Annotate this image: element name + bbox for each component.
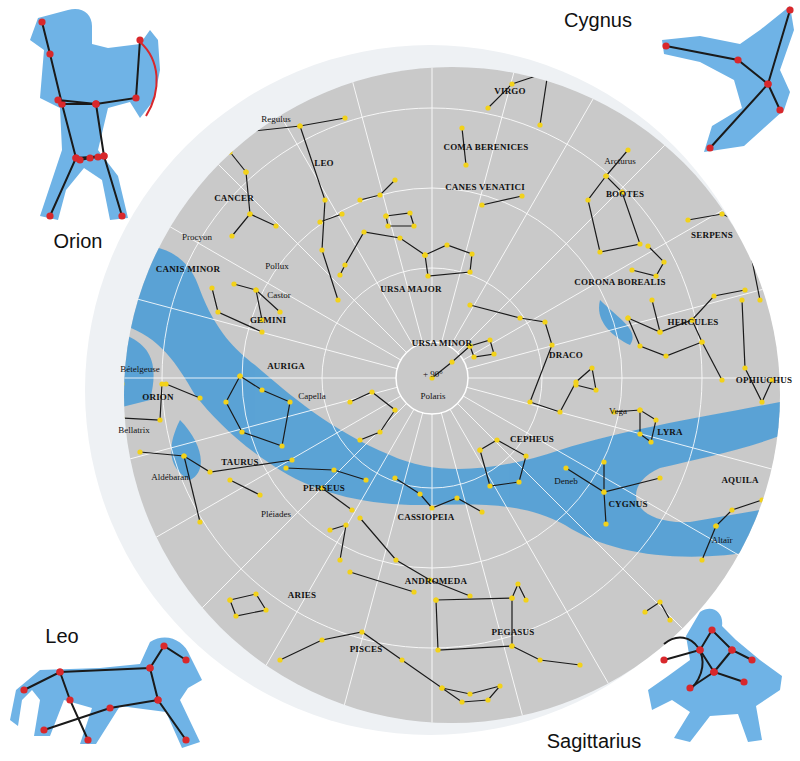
grid-line bbox=[222, 409, 414, 742]
star-name: Arcturus bbox=[604, 157, 636, 167]
grid-line bbox=[323, 413, 422, 761]
grid-line bbox=[441, 413, 540, 761]
constellation-name: ORION bbox=[142, 393, 174, 403]
constellation-name: URSA MINOR bbox=[412, 339, 472, 349]
grid-line bbox=[463, 168, 796, 360]
star-name: Pléiades bbox=[261, 510, 291, 520]
constellation-name: CYGNUS bbox=[608, 500, 647, 510]
leo-figure bbox=[10, 638, 202, 748]
star-name: Deneb bbox=[554, 477, 578, 487]
grid-line bbox=[450, 14, 642, 347]
constellation-name: PEGASUS bbox=[492, 628, 535, 638]
constellation-name: AQUILA bbox=[721, 476, 758, 486]
star-name: + 90° bbox=[423, 370, 443, 380]
constellation-name: ARIES bbox=[288, 591, 317, 601]
constellation-name: SERPENS bbox=[691, 231, 733, 241]
constellation-name: ANDROMEDA bbox=[405, 577, 467, 587]
orion-figure bbox=[30, 9, 160, 220]
grid-line bbox=[26, 387, 397, 486]
constellation-name: COMA BERENICES bbox=[443, 143, 528, 153]
star-name: Regulus bbox=[261, 115, 291, 125]
grid-line bbox=[12, 378, 396, 379]
grid-line bbox=[467, 269, 800, 368]
star-name: Aldébaran bbox=[151, 473, 188, 483]
figure-title: Sagittarius bbox=[547, 730, 642, 752]
star-name: Pollux bbox=[265, 262, 289, 272]
grid-line bbox=[441, 0, 540, 343]
constellation-name: CORONA BOREALIS bbox=[574, 278, 665, 288]
constellation-name: CASSIOPEIA bbox=[397, 513, 454, 523]
constellation-name: PERSEUS bbox=[303, 484, 345, 494]
grid-line bbox=[432, 414, 433, 761]
star-name: Bellatrix bbox=[118, 426, 150, 436]
constellation-name: URSA MAJOR bbox=[380, 285, 441, 295]
grid-line bbox=[135, 81, 407, 353]
figure-title: Cygnus bbox=[564, 9, 632, 31]
constellation-name: VIRGO bbox=[494, 87, 526, 97]
constellation-lines bbox=[122, 72, 772, 702]
grid-line bbox=[222, 14, 414, 347]
grid-line bbox=[463, 396, 796, 588]
constellation-name: HERCULES bbox=[667, 318, 718, 328]
constellation-name: LYRA bbox=[657, 428, 682, 438]
cygnus-figure bbox=[662, 6, 794, 152]
grid-line bbox=[68, 396, 401, 588]
constellation-name: AURIGA bbox=[267, 362, 305, 372]
constellation-name: TAURUS bbox=[221, 458, 259, 468]
star-name: Polaris bbox=[420, 392, 445, 402]
figure-title: Leo bbox=[45, 625, 78, 647]
grid-line bbox=[26, 269, 397, 368]
star-name: Vega bbox=[609, 407, 627, 417]
star-name: Altaïr bbox=[712, 536, 733, 546]
star-name: Castor bbox=[267, 291, 291, 301]
star-name: Bételgeuse bbox=[120, 365, 160, 375]
sagittarius-figure bbox=[648, 609, 782, 742]
constellation-name: PISCES bbox=[350, 645, 383, 655]
constellation-name: GEMINI bbox=[250, 316, 286, 326]
constellation-name: CANCER bbox=[214, 194, 254, 204]
star-name: Capella bbox=[298, 392, 326, 402]
figure-title: Orion bbox=[54, 230, 103, 252]
grid-line bbox=[467, 387, 800, 486]
constellation-name: CANES VENATICI bbox=[445, 183, 525, 193]
constellation-name: CANIS MINOR bbox=[156, 265, 220, 275]
constellation-name: OPHIUCHUS bbox=[736, 376, 792, 386]
constellation-name: DRACO bbox=[549, 351, 583, 361]
constellation-name: LEO bbox=[314, 159, 334, 169]
constellation-name: CEPHEUS bbox=[510, 435, 554, 445]
star-name: Procyon bbox=[182, 233, 212, 243]
constellation-name: BOOTES bbox=[606, 190, 644, 200]
